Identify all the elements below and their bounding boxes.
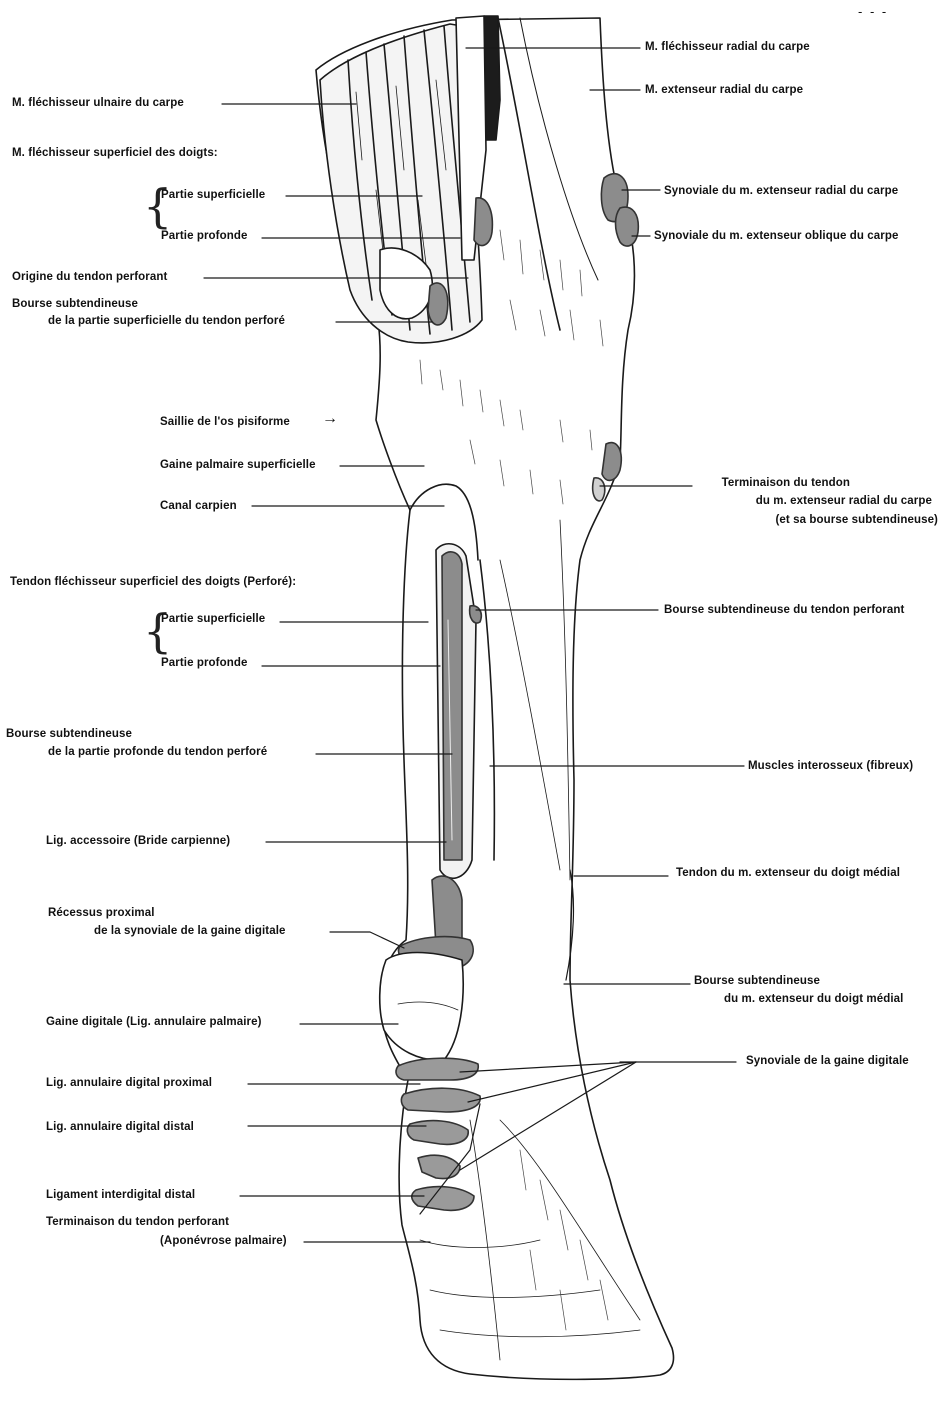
hoof bbox=[420, 1120, 640, 1360]
label-recessus-2: de la synoviale de la gaine digitale bbox=[94, 924, 286, 938]
label-origine-tendon-perforant: Origine du tendon perforant bbox=[12, 270, 167, 284]
label-ligament-interdigital: Ligament interdigital distal bbox=[46, 1188, 195, 1202]
label-flechisseur-radial: M. fléchisseur radial du carpe bbox=[645, 40, 810, 54]
label-gaine-digitale: Gaine digitale (Lig. annulaire palmaire) bbox=[46, 1015, 262, 1029]
label-lig-annulaire-distal: Lig. annulaire digital distal bbox=[46, 1120, 194, 1134]
label-flechisseur-ulnaire: M. fléchisseur ulnaire du carpe bbox=[12, 96, 184, 110]
label-lig-annulaire-proximal: Lig. annulaire digital proximal bbox=[46, 1076, 212, 1090]
label-terminaison-perforant-2: (Aponévrose palmaire) bbox=[160, 1234, 287, 1248]
label-lig-accessoire: Lig. accessoire (Bride carpienne) bbox=[46, 834, 230, 848]
annular-bands bbox=[396, 1058, 480, 1210]
label-flechisseur-superficiel: M. fléchisseur superficiel des doigts: bbox=[12, 146, 218, 160]
label-partie-profonde-2: Partie profonde bbox=[161, 656, 247, 670]
label-saillie-pisiforme: Saillie de l'os pisiforme bbox=[160, 415, 290, 429]
label-muscles-interosseux: Muscles interosseux (fibreux) bbox=[748, 759, 913, 773]
label-gaine-palmaire: Gaine palmaire superficielle bbox=[160, 458, 316, 472]
label-terminaison-ext-radial-1: Terminaison du tendon bbox=[722, 476, 850, 490]
label-partie-superficielle-2: Partie superficielle bbox=[161, 612, 265, 626]
corner-mark: - - - bbox=[858, 4, 888, 19]
label-bourse-profonde-1: Bourse subtendineuse bbox=[6, 727, 132, 741]
label-partie-superficielle-1: Partie superficielle bbox=[161, 188, 265, 202]
label-synoviale-gaine-digitale: Synoviale de la gaine digitale bbox=[746, 1054, 909, 1068]
label-partie-profonde-1: Partie profonde bbox=[161, 229, 247, 243]
label-synoviale-ext-oblique: Synoviale du m. extenseur oblique du car… bbox=[654, 229, 899, 243]
label-tendon-flechisseur-sup: Tendon fléchisseur superficiel des doigt… bbox=[10, 575, 296, 589]
label-recessus-1: Récessus proximal bbox=[48, 906, 155, 920]
label-bourse-ext-doigt-1: Bourse subtendineuse bbox=[694, 974, 820, 988]
label-bourse-superficielle-2: de la partie superficielle du tendon per… bbox=[48, 314, 285, 328]
label-bourse-superficielle-1: Bourse subtendineuse bbox=[12, 297, 138, 311]
radial-flexor bbox=[484, 16, 500, 140]
label-canal-carpien: Canal carpien bbox=[160, 499, 237, 513]
digital-sheath bbox=[380, 876, 473, 1060]
label-tendon-ext-doigt-medial: Tendon du m. extenseur du doigt médial bbox=[676, 866, 900, 880]
label-bourse-tendon-perforant: Bourse subtendineuse du tendon perforant bbox=[664, 603, 904, 617]
label-terminaison-perforant-1: Terminaison du tendon perforant bbox=[46, 1215, 229, 1229]
label-bourse-profonde-2: de la partie profonde du tendon perforé bbox=[48, 745, 267, 759]
arrow-pisiforme: → bbox=[322, 412, 338, 426]
label-bourse-ext-doigt-2: du m. extenseur du doigt médial bbox=[724, 992, 903, 1006]
label-synoviale-ext-radial: Synoviale du m. extenseur radial du carp… bbox=[664, 184, 898, 198]
label-terminaison-ext-radial-2: du m. extenseur radial du carpe bbox=[756, 494, 932, 508]
label-terminaison-ext-radial-3: (et sa bourse subtendineuse) bbox=[775, 513, 938, 527]
label-extenseur-radial: M. extenseur radial du carpe bbox=[645, 83, 803, 97]
